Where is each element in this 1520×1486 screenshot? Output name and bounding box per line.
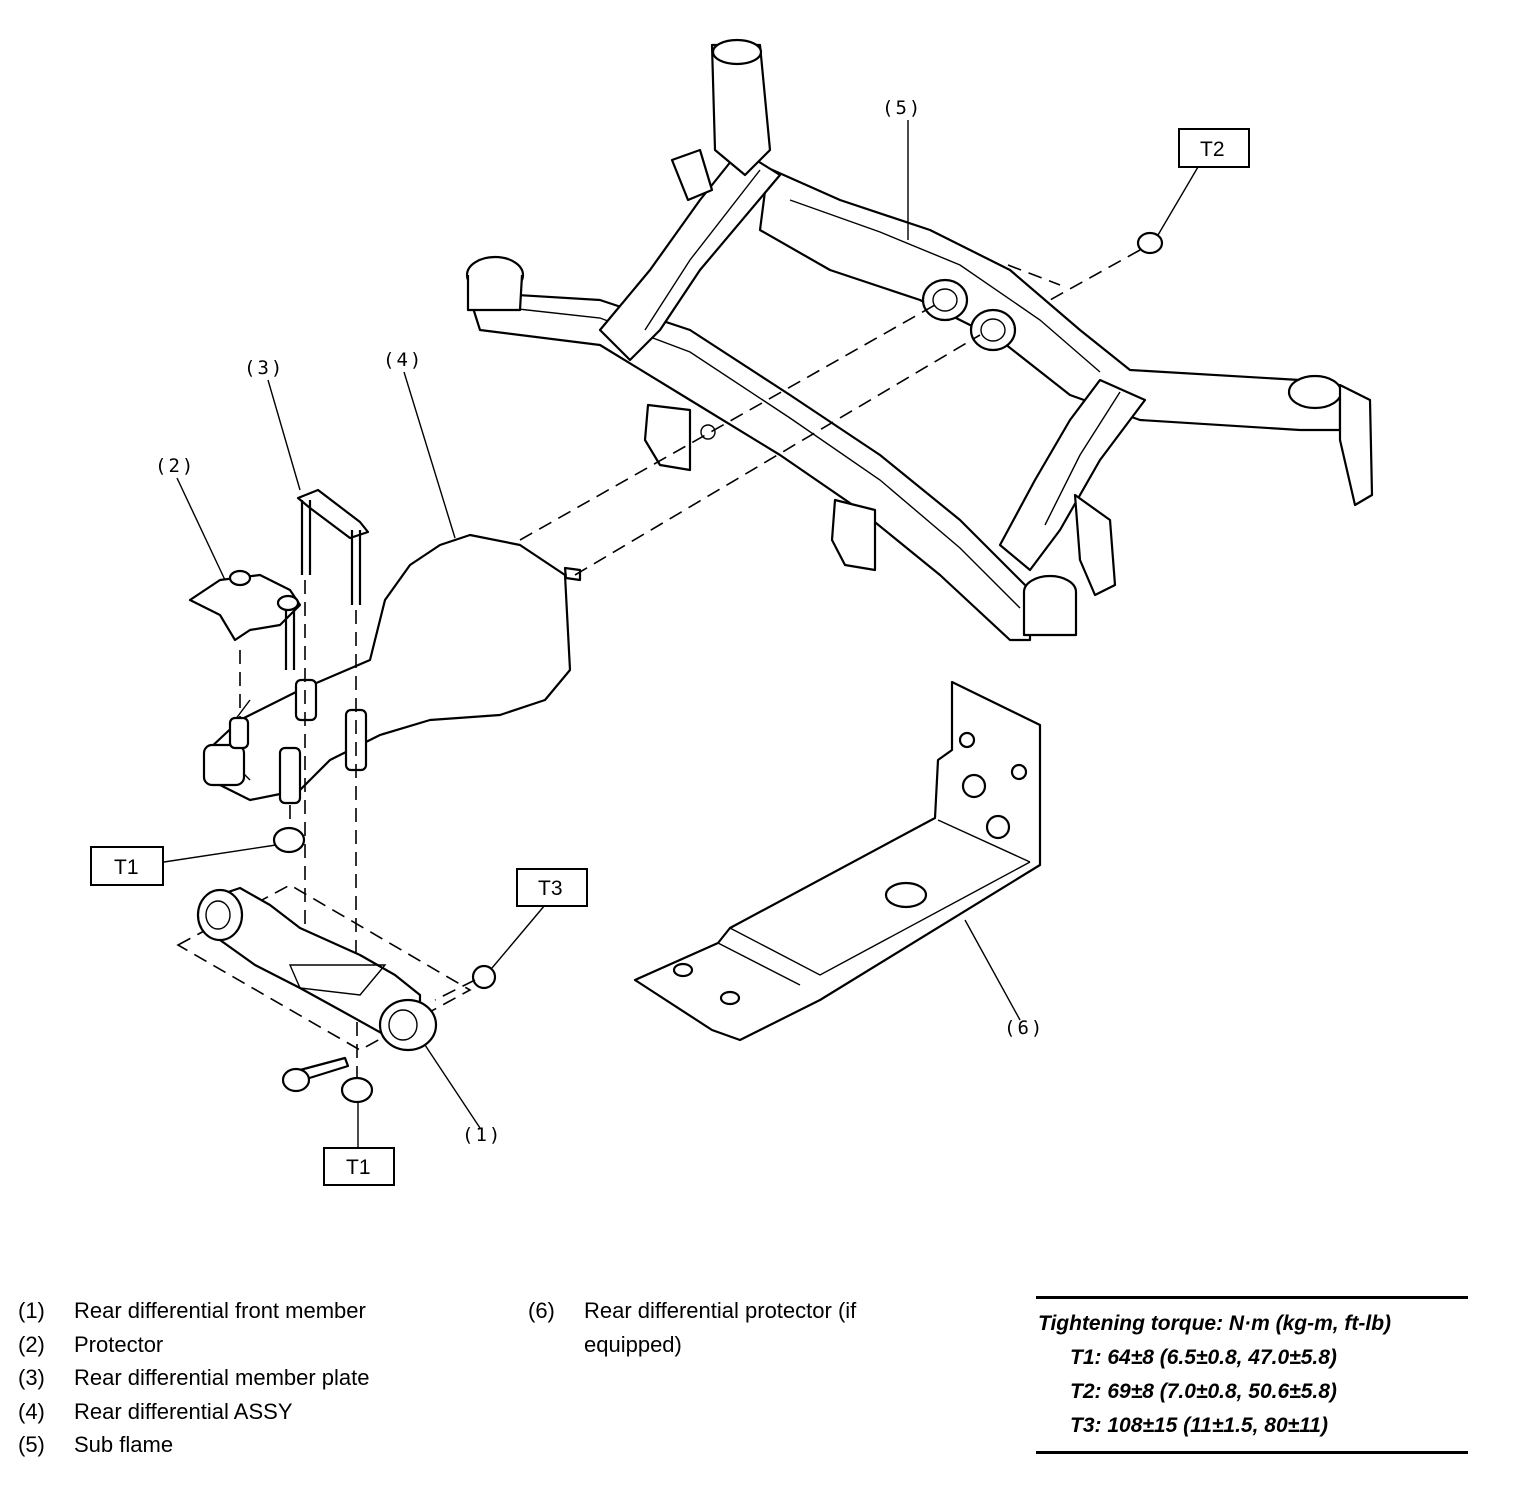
legend-label: Rear differential protector (if equipped… bbox=[584, 1298, 857, 1357]
torque-box-t3: T3 bbox=[516, 868, 588, 907]
torque-box-t1-lower: T1 bbox=[323, 1147, 395, 1186]
svg-text:T1: T1 bbox=[114, 856, 139, 879]
torque-box-t1-upper: T1 bbox=[90, 846, 164, 886]
torque-table-title: Tightening torque: N·m (kg-m, ft-lb) bbox=[1038, 1312, 1392, 1335]
protector-drawing bbox=[188, 569, 302, 805]
legend-num: (3) bbox=[18, 1365, 45, 1390]
callout-6: (6) bbox=[1004, 1017, 1044, 1039]
legend-label: Rear differential front member bbox=[74, 1298, 366, 1323]
diff-protector-drawing bbox=[633, 680, 1042, 1042]
torque-box-t2: T2 bbox=[1178, 128, 1250, 168]
exploded-parts-diagram: (5) (4) (3) (2) (1) (6) T2 T1 T3 T1 bbox=[90, 38, 1374, 1186]
tightening-torque-table: Tightening torque: N·m (kg-m, ft-lb) T1:… bbox=[1036, 1296, 1468, 1454]
legend-item: (6) Rear differential protector (if equi… bbox=[528, 1294, 948, 1361]
front-member-drawing bbox=[176, 826, 497, 1104]
torque-row-t2: T2: 69±8 (7.0±0.8, 50.6±5.8) bbox=[1070, 1380, 1337, 1403]
legend-label: Rear differential ASSY bbox=[74, 1398, 293, 1424]
legend-item: (2) Protector bbox=[18, 1328, 478, 1362]
parts-legend-right: (6) Rear differential protector (if equi… bbox=[528, 1294, 948, 1361]
svg-text:T2: T2 bbox=[1200, 138, 1225, 161]
callout-1: (1) bbox=[462, 1124, 502, 1146]
torque-row-t3: T3: 108±15 (11±1.5, 80±11) bbox=[1070, 1414, 1328, 1437]
callout-4: (4) bbox=[383, 349, 423, 371]
legend-item: (4) Rear differential ASSY bbox=[18, 1395, 478, 1429]
sub-frame-drawing bbox=[465, 38, 1374, 642]
legend-label: Rear differential member plate bbox=[74, 1365, 370, 1390]
legend-item: (1) Rear differential front member bbox=[18, 1294, 478, 1328]
legend-num: (1) bbox=[18, 1298, 45, 1323]
callout-3: (3) bbox=[244, 357, 284, 379]
member-plate-drawing bbox=[294, 488, 370, 772]
legend-num: (2) bbox=[18, 1331, 45, 1357]
legend-label: Protector bbox=[74, 1331, 164, 1357]
parts-legend-left: (1) Rear differential front member (2) P… bbox=[18, 1294, 478, 1462]
svg-text:T1: T1 bbox=[346, 1156, 371, 1179]
torque-row-t1: T1: 64±8 (6.5±0.8, 47.0±5.8) bbox=[1070, 1346, 1337, 1369]
legend-item: (3) Rear differential member plate bbox=[18, 1361, 478, 1395]
svg-text:T3: T3 bbox=[538, 877, 563, 900]
legend-num: (6) bbox=[528, 1298, 555, 1323]
callout-2: (2) bbox=[155, 455, 195, 477]
callout-5: (5) bbox=[882, 97, 922, 119]
legend-label: Sub flame bbox=[74, 1432, 174, 1457]
legend-item: (5) Sub flame bbox=[18, 1428, 478, 1462]
rear-differential-drawing bbox=[202, 304, 981, 802]
legend-num: (5) bbox=[18, 1432, 45, 1457]
legend-num: (4) bbox=[18, 1398, 45, 1424]
